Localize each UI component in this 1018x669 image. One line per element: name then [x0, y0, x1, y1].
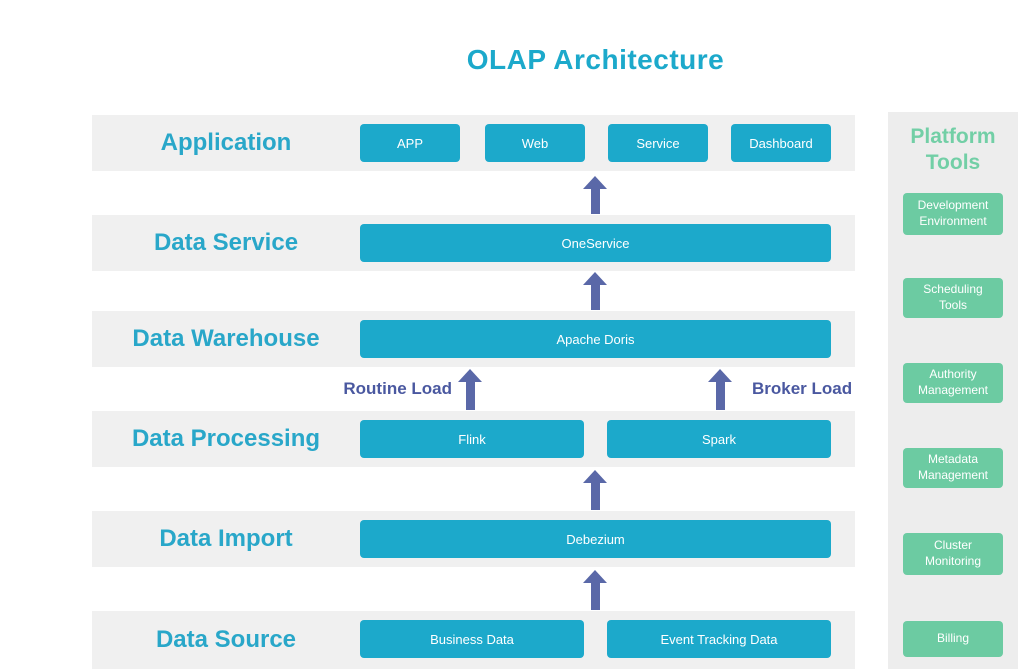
- broker-load-label: Broker Load: [752, 379, 853, 398]
- node-service: Service: [608, 124, 708, 162]
- arrow-stem: [715, 382, 725, 410]
- tool-cluster-monitoring: Cluster Monitoring: [903, 533, 1003, 575]
- layer-label-data-processing: Data Processing: [131, 425, 321, 452]
- tool-metadata-management: Metadata Management: [903, 448, 1003, 488]
- tool-authority-management: Authority Management: [903, 363, 1003, 403]
- node-business-data: Business Data: [360, 620, 584, 658]
- arrow-stem: [590, 189, 600, 214]
- node-flink: Flink: [360, 420, 584, 458]
- diagram-title: OLAP Architecture: [466, 44, 725, 75]
- arrow-head-icon: [583, 470, 607, 483]
- arrow-stem: [590, 285, 600, 310]
- arrow-stem: [590, 583, 600, 610]
- arrow-head-icon: [583, 272, 607, 285]
- up-arrow-service-to-application: [583, 176, 607, 214]
- node-event-tracking-data: Event Tracking Data: [607, 620, 831, 658]
- tool-billing: Billing: [903, 621, 1003, 657]
- node-spark: Spark: [607, 420, 831, 458]
- node-web: Web: [485, 124, 585, 162]
- arrow-stem: [465, 382, 475, 410]
- layer-label-data-source: Data Source: [155, 626, 297, 653]
- up-arrow-source-to-import: [583, 570, 607, 610]
- up-arrow-spark-to-doris: [708, 369, 732, 410]
- arrow-head-icon: [583, 176, 607, 189]
- layer-application: Application: [92, 115, 855, 171]
- layer-label-data-service: Data Service: [153, 229, 299, 256]
- node-debezium: Debezium: [360, 520, 831, 558]
- node-dashboard: Dashboard: [731, 124, 831, 162]
- up-arrow-flink-to-doris: [458, 369, 482, 410]
- platform-tools-title: Platform Tools: [910, 125, 996, 175]
- node-app: APP: [360, 124, 460, 162]
- platform-tools-panel: Platform Tools Development Environment S…: [888, 112, 1018, 669]
- up-arrow-warehouse-to-service: [583, 272, 607, 310]
- arrow-head-icon: [708, 369, 732, 382]
- up-arrow-import-to-processing: [583, 470, 607, 510]
- layer-label-data-warehouse: Data Warehouse: [132, 325, 320, 352]
- arrow-head-icon: [583, 570, 607, 583]
- routine-load-label: Routine Load: [343, 379, 452, 398]
- node-apache-doris: Apache Doris: [360, 320, 831, 358]
- layer-label-application: Application: [160, 129, 292, 156]
- arrow-head-icon: [458, 369, 482, 382]
- tool-scheduling-tools: Scheduling Tools: [903, 278, 1003, 318]
- tool-development-environment: Development Environment: [903, 193, 1003, 235]
- arrow-stem: [590, 483, 600, 510]
- layer-label-data-import: Data Import: [159, 525, 293, 552]
- node-oneservice: OneService: [360, 224, 831, 262]
